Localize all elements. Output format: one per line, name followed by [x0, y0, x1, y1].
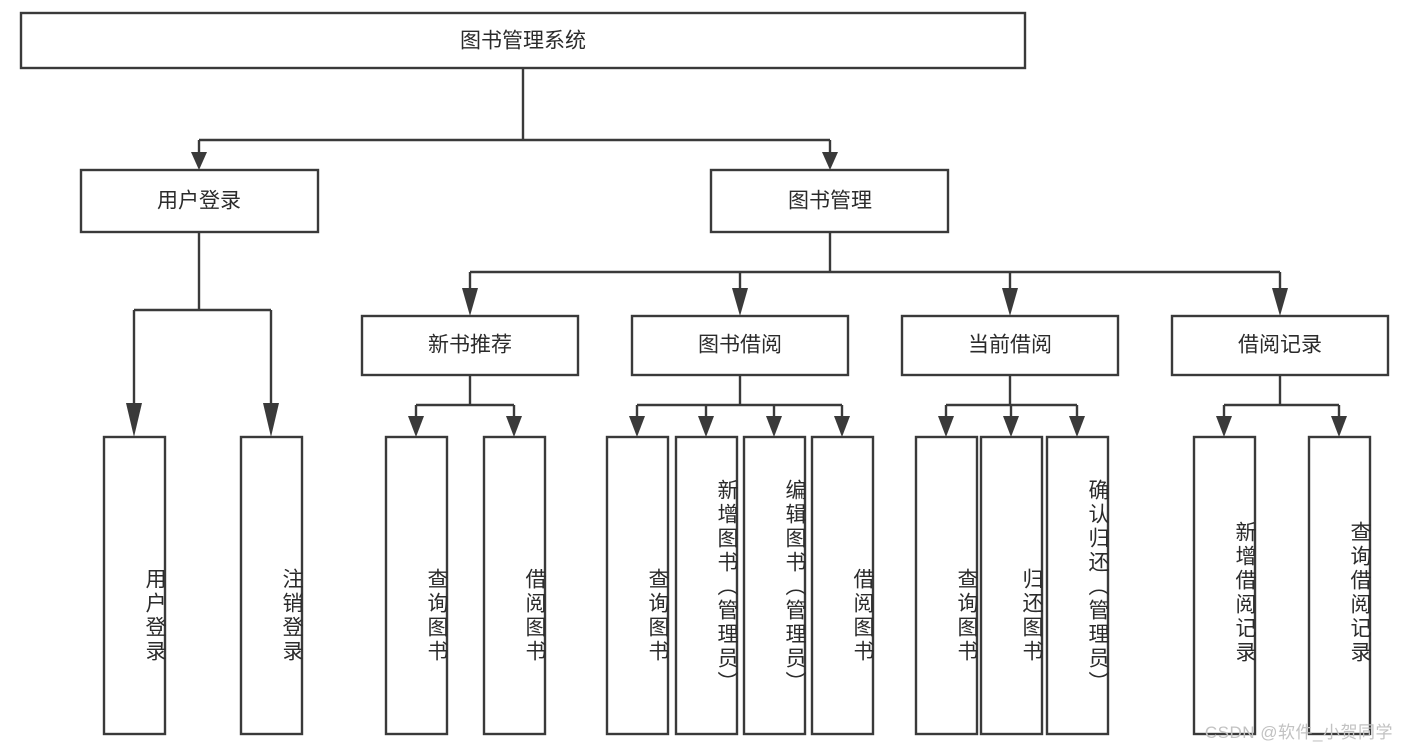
arrow-head-bookborrow-leaf-4	[834, 416, 850, 437]
node-new-book-recommend[interactable]: 新书推荐	[360, 314, 580, 377]
arrow-head-currentborrow-leaf-3	[1069, 416, 1085, 437]
node-book-borrow-box[interactable]	[630, 314, 850, 377]
leaf-box-borrow-book[interactable]	[810, 435, 875, 736]
node-book-management[interactable]: 图书管理	[709, 168, 950, 234]
arrow-head-currentborrow-leaf-2	[1003, 416, 1019, 437]
arrow-head-bookborrow-leaf-1	[629, 416, 645, 437]
node-book-borrow-label: 图书借阅	[698, 334, 782, 357]
node-borrow-record-label: 借阅记录	[1238, 334, 1322, 357]
arrow-head-newbook-leaf-1	[408, 416, 424, 437]
leaf-box-query-book-newrec[interactable]	[384, 435, 449, 736]
leaf-box-logout[interactable]	[239, 435, 304, 736]
arrow-head-to-current-borrow	[1002, 288, 1018, 316]
csdn-watermark: CSDN @软件_小贺同学	[1204, 723, 1393, 742]
leaf-box-query-book-borrow[interactable]	[605, 435, 670, 736]
node-book-management-label: 图书管理	[788, 190, 872, 213]
arrow-head-borrowrecord-leaf-2	[1331, 416, 1347, 437]
node-new-book-recommend-label: 新书推荐	[428, 334, 512, 357]
arrow-head-to-user-login	[191, 152, 207, 170]
node-new-book-recommend-box[interactable]	[360, 314, 580, 377]
arrow-head-borrowrecord-leaf-1	[1216, 416, 1232, 437]
node-book-borrow[interactable]: 图书借阅	[630, 314, 850, 377]
arrow-head-to-book-mgmt	[822, 152, 838, 170]
leaf-box-edit-book-admin[interactable]	[742, 435, 807, 736]
arrow-head-leaf-user-login	[126, 403, 142, 437]
arrow-head-bookborrow-leaf-3	[766, 416, 782, 437]
node-root[interactable]: 图书管理系统	[19, 11, 1027, 70]
leaf-box-query-book-current[interactable]	[914, 435, 979, 736]
leaf-box-add-borrow-record[interactable]	[1192, 435, 1257, 736]
leaf-box-borrow-book-newrec[interactable]	[482, 435, 547, 736]
node-current-borrow[interactable]: 当前借阅	[900, 314, 1120, 377]
node-root-box[interactable]	[19, 11, 1027, 70]
connectors-group	[126, 68, 1347, 437]
node-user-login-box[interactable]	[79, 168, 320, 234]
node-user-login[interactable]: 用户登录	[79, 168, 320, 234]
node-root-label: 图书管理系统	[460, 30, 586, 53]
arrow-head-newbook-leaf-2	[506, 416, 522, 437]
arrow-head-to-book-borrow	[732, 288, 748, 316]
node-current-borrow-box[interactable]	[900, 314, 1120, 377]
node-borrow-record-box[interactable]	[1170, 314, 1390, 377]
node-book-management-box[interactable]	[709, 168, 950, 234]
leaf-box-return-book[interactable]	[979, 435, 1044, 736]
leaf-box-query-borrow-record[interactable]	[1307, 435, 1372, 736]
node-borrow-record[interactable]: 借阅记录	[1170, 314, 1390, 377]
leaf-box-confirm-return-admin[interactable]	[1045, 435, 1110, 736]
arrow-head-currentborrow-leaf-1	[938, 416, 954, 437]
leaf-box-user-login[interactable]	[102, 435, 167, 736]
arrow-head-to-borrow-record	[1272, 288, 1288, 316]
arrow-head-bookborrow-leaf-2	[698, 416, 714, 437]
arrow-head-leaf-logout	[263, 403, 279, 437]
node-user-login-label: 用户登录	[157, 190, 241, 213]
arrow-head-to-new-book-rec	[462, 288, 478, 316]
leaf-boxes-group	[102, 435, 1372, 736]
leaf-box-add-book-admin[interactable]	[674, 435, 739, 736]
node-current-borrow-label: 当前借阅	[968, 334, 1052, 357]
